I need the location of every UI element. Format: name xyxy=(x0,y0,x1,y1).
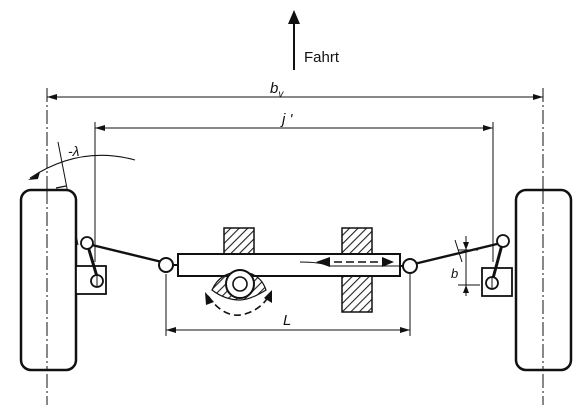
toe-angle-label: -λ xyxy=(68,143,80,159)
direction-label: Fahrt xyxy=(304,49,340,66)
left-steering-knuckle xyxy=(75,236,107,295)
inner-width-label: j ' xyxy=(280,111,294,128)
right-steering-knuckle xyxy=(481,234,513,297)
rack-length-dimension xyxy=(165,274,411,336)
offset-label: b xyxy=(451,266,458,281)
inner-reference-lines xyxy=(94,122,494,262)
frame-mounts xyxy=(223,227,373,313)
left-wheel xyxy=(19,188,78,372)
wheel-axis-lines xyxy=(46,88,544,405)
track-width-dimension xyxy=(47,94,543,100)
right-wheel xyxy=(514,188,573,372)
steering-rack xyxy=(158,253,418,277)
rack-motion-icon xyxy=(316,257,394,267)
rack-length-label: L xyxy=(283,312,291,329)
track-width-label: bv xyxy=(270,80,284,100)
direction-arrow-icon xyxy=(288,10,300,70)
rotation-icon xyxy=(205,290,272,316)
inner-width-dimension xyxy=(95,125,493,131)
offset-dimension xyxy=(458,236,480,296)
tie-rods xyxy=(91,242,498,266)
pinion-gear xyxy=(211,269,267,301)
